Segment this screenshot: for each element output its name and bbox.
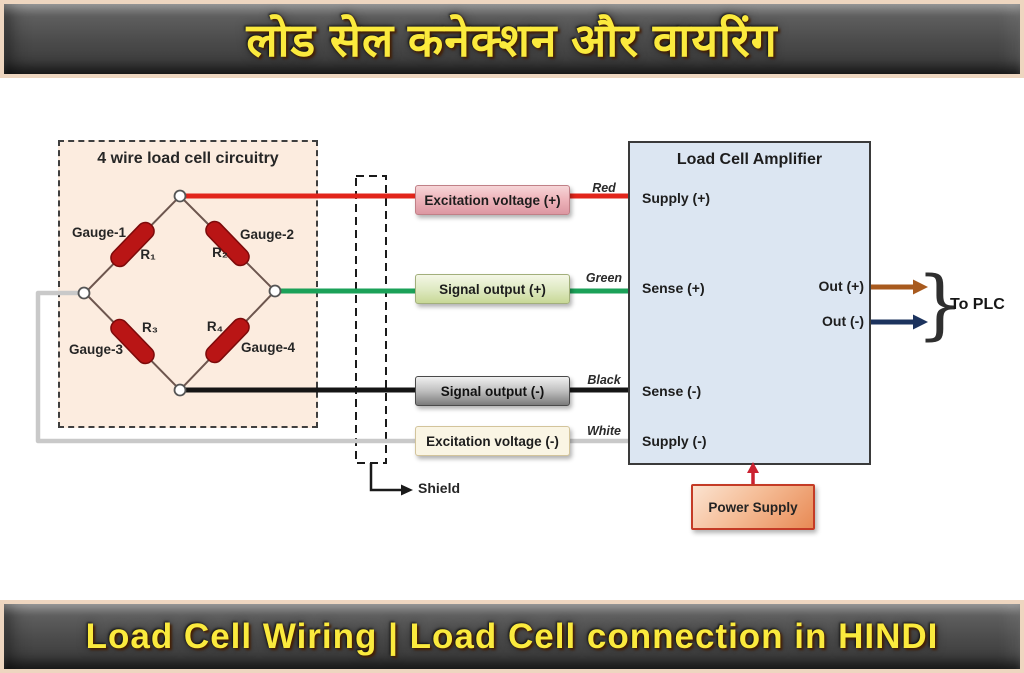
top-banner: लोड सेल कनेक्शन और वायरिंग [0, 0, 1024, 78]
shield-pointer-line [369, 463, 401, 492]
bridge-node-bottom [173, 383, 187, 397]
gauge-1-label: Gauge-1 [71, 225, 126, 240]
white-wire [35, 290, 628, 444]
gauge-3-label: Gauge-3 [68, 342, 123, 357]
bridge-node-left [77, 286, 91, 300]
signal-plus-tag: Signal output (+) [415, 274, 570, 304]
wire-color-white: White [586, 424, 622, 438]
port-sense-minus: Sense (-) [642, 383, 702, 399]
bridge-node-right [268, 284, 282, 298]
gauge-3-r: R₃ [142, 320, 158, 335]
port-out-plus: Out (+) [818, 278, 865, 294]
gauge-3-resistor [110, 318, 155, 365]
plc-brace: } [916, 259, 965, 348]
load-cell-box [58, 140, 318, 428]
power-supply-arrowhead [747, 462, 759, 473]
shield-label: Shield [418, 480, 461, 496]
port-supply-minus: Supply (-) [642, 433, 707, 449]
load-cell-title: 4 wire load cell circuitry [97, 150, 279, 167]
bottom-banner-title: Load Cell Wiring | Load Cell connection … [85, 616, 939, 656]
gauge-2-r: R₂ [212, 245, 228, 260]
wire-color-red: Red [592, 181, 616, 195]
gauge-4-r: R₄ [206, 319, 224, 334]
diagram-canvas: 4 wire load cell circuitry [0, 78, 1024, 600]
out-minus-arrowhead [913, 314, 928, 330]
load-cell-amplifier-box [628, 141, 871, 465]
excitation-plus-tag: Excitation voltage (+) [415, 185, 570, 215]
gauge-4-resistor [205, 317, 250, 364]
gauge-2-resistor [205, 220, 250, 267]
wire-color-black: Black [587, 373, 621, 387]
top-banner-title: लोड सेल कनेक्शन और वायरिंग [246, 14, 778, 66]
amplifier-title: Load Cell Amplifier [676, 151, 823, 168]
power-supply-box: Power Supply [691, 484, 815, 530]
bridge-node-top [173, 189, 187, 203]
to-plc-label: To PLC [950, 296, 1005, 313]
signal-minus-tag: Signal output (-) [415, 376, 570, 406]
port-out-minus: Out (-) [822, 313, 864, 329]
bottom-banner: Load Cell Wiring | Load Cell connection … [0, 600, 1024, 673]
gauge-1-resistor [110, 221, 155, 268]
gauge-1-r: R₁ [140, 247, 156, 262]
cable-shield-outline [355, 175, 387, 464]
excitation-minus-tag: Excitation voltage (-) [415, 426, 570, 456]
out-plus-arrowhead [913, 279, 928, 295]
gauge-4-label: Gauge-4 [240, 340, 295, 355]
port-supply-plus: Supply (+) [642, 190, 711, 206]
gauge-2-label: Gauge-2 [239, 227, 294, 242]
port-sense-plus: Sense (+) [642, 280, 705, 296]
wire-color-green: Green [585, 271, 623, 285]
shield-arrowhead [401, 484, 413, 496]
